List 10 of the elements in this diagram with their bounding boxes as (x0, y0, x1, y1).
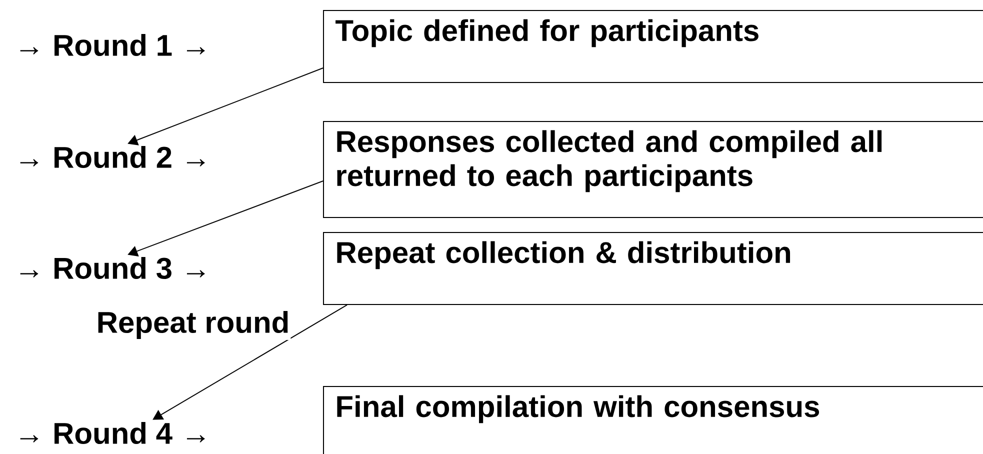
arrow (152, 304, 348, 420)
step-box: Final compilation with consensus (323, 386, 983, 454)
round-label: → Round 3 → (20, 256, 205, 280)
round-label: → Round 2 → (20, 146, 205, 168)
step-box: Repeat collection & distribution (323, 232, 983, 305)
round-label: → Round 4 → (20, 422, 205, 444)
step-box: Responses collected and compiled all returned to each participants (323, 121, 983, 218)
step-box: Topic defined for participants (323, 10, 983, 83)
round-label: → Round 1 → (20, 34, 205, 56)
edge-label: Repeat round (95, 310, 291, 340)
